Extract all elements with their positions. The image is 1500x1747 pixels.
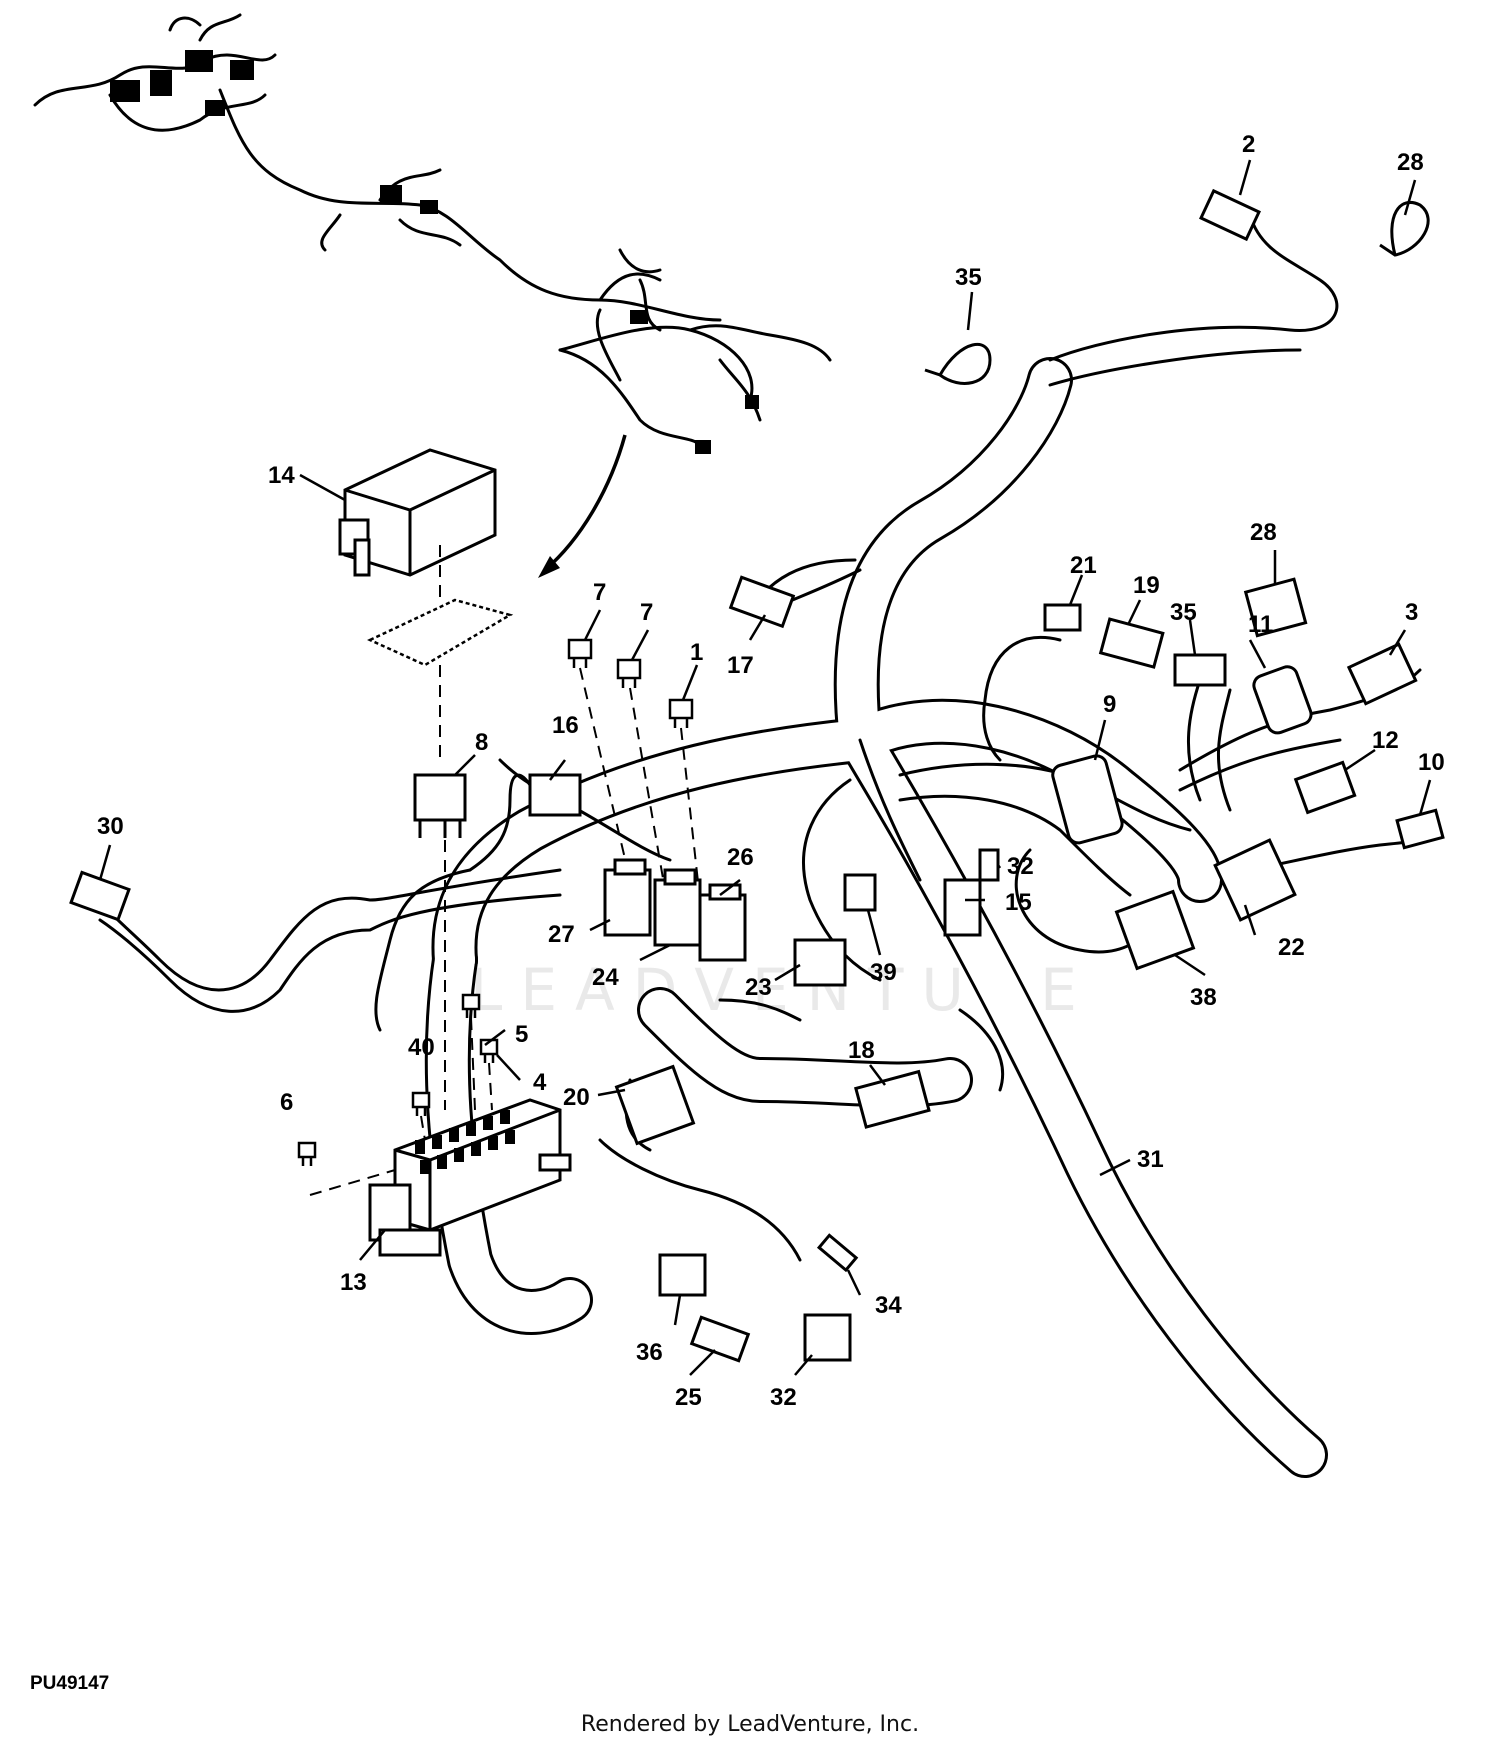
- connector-23: [793, 938, 847, 987]
- callout-32b: 32: [770, 1384, 797, 1411]
- callout-5: 5: [515, 1021, 528, 1048]
- callout-10: 10: [1418, 749, 1445, 776]
- connector-11: [1252, 665, 1313, 735]
- callout-20: 20: [563, 1084, 590, 1111]
- callout-6: 6: [280, 1089, 293, 1116]
- callout-14: 14: [268, 462, 295, 489]
- connector-10: [1395, 808, 1445, 850]
- callout-23: 23: [745, 974, 772, 1001]
- callout-18: 18: [848, 1037, 875, 1064]
- fuse-box-13: [368, 1098, 572, 1257]
- callout-9: 9: [1103, 691, 1116, 718]
- relay-8: [413, 773, 467, 838]
- connector-32: [803, 1313, 852, 1362]
- connector-3: [1346, 642, 1418, 706]
- connector-35: [1173, 653, 1227, 687]
- callout-17: 17: [727, 652, 754, 679]
- connector-2: [1199, 188, 1261, 242]
- overview-arrow: [543, 434, 627, 572]
- callout-1: 1: [690, 639, 703, 666]
- cable-ties: [924, 201, 1430, 385]
- connector-22: [1213, 838, 1297, 922]
- relay-module-14: [338, 448, 497, 577]
- overview-connectors: [110, 50, 759, 454]
- callout-28a: 28: [1397, 149, 1424, 176]
- callout-16: 16: [552, 712, 579, 739]
- connector-12: [1293, 760, 1357, 815]
- overview-arrowhead: [538, 556, 560, 578]
- callout-22: 22: [1278, 934, 1305, 961]
- callout-25: 25: [675, 1384, 702, 1411]
- connector-36: [658, 1253, 707, 1297]
- fuse-dash-lines: [309, 667, 701, 1196]
- connector-21: [1043, 603, 1082, 632]
- callout-24: 24: [592, 964, 619, 991]
- connector-34: [816, 1233, 859, 1273]
- connector-18: [854, 1069, 931, 1129]
- callout-35a: 35: [955, 264, 982, 291]
- callout-31: 31: [1137, 1146, 1164, 1173]
- callout-21: 21: [1070, 552, 1097, 579]
- callout-38: 38: [1190, 984, 1217, 1011]
- relays-27-24-26: [603, 858, 747, 962]
- callout-7a: 7: [593, 579, 606, 606]
- callout-26: 26: [727, 844, 754, 871]
- callout-34: 34: [875, 1292, 902, 1319]
- callout-8: 8: [475, 729, 488, 756]
- callout-3: 3: [1405, 599, 1418, 626]
- callout-12: 12: [1372, 727, 1399, 754]
- callout-28b: 28: [1250, 519, 1277, 546]
- connector-39: [843, 873, 877, 912]
- callout-30: 30: [97, 813, 124, 840]
- callout-7b: 7: [640, 599, 653, 626]
- callout-15: 15: [1005, 889, 1032, 916]
- gasket: [367, 598, 514, 667]
- connector-9: [1051, 754, 1124, 845]
- fuses: [297, 638, 694, 1166]
- callout-36: 36: [636, 1339, 663, 1366]
- connector-32-small: [978, 848, 1000, 882]
- connector-19: [1098, 617, 1165, 669]
- connector-28: [1243, 577, 1308, 638]
- fuse-box-slots: [415, 1110, 515, 1174]
- connector-20: [614, 1064, 696, 1146]
- callout-32a: 32: [1007, 853, 1034, 880]
- connector-30: [69, 870, 131, 922]
- figure-id: PU49147: [30, 1673, 110, 1694]
- callout-4: 4: [533, 1069, 547, 1096]
- callout-13: 13: [340, 1269, 367, 1296]
- callout-35b: 35: [1170, 599, 1197, 626]
- leader-lines: [98, 159, 1432, 1376]
- callouts: 1 2 3 4 5 6 7 7 8 9 10 11 12 13 14 15 16…: [97, 131, 1445, 1411]
- connector-17: [728, 575, 796, 629]
- callout-2: 2: [1242, 131, 1255, 158]
- connector-38: [1114, 889, 1196, 971]
- connector-25: [689, 1315, 751, 1363]
- callout-11: 11: [1248, 611, 1273, 638]
- connector-16: [528, 773, 582, 817]
- callout-39: 39: [870, 959, 897, 986]
- connectors: [69, 188, 1445, 1363]
- callout-19: 19: [1133, 572, 1160, 599]
- callout-27: 27: [548, 921, 575, 948]
- render-credit: Rendered by LeadVenture, Inc.: [580, 1712, 920, 1737]
- callout-40: 40: [408, 1034, 435, 1061]
- connector-15: [943, 878, 982, 937]
